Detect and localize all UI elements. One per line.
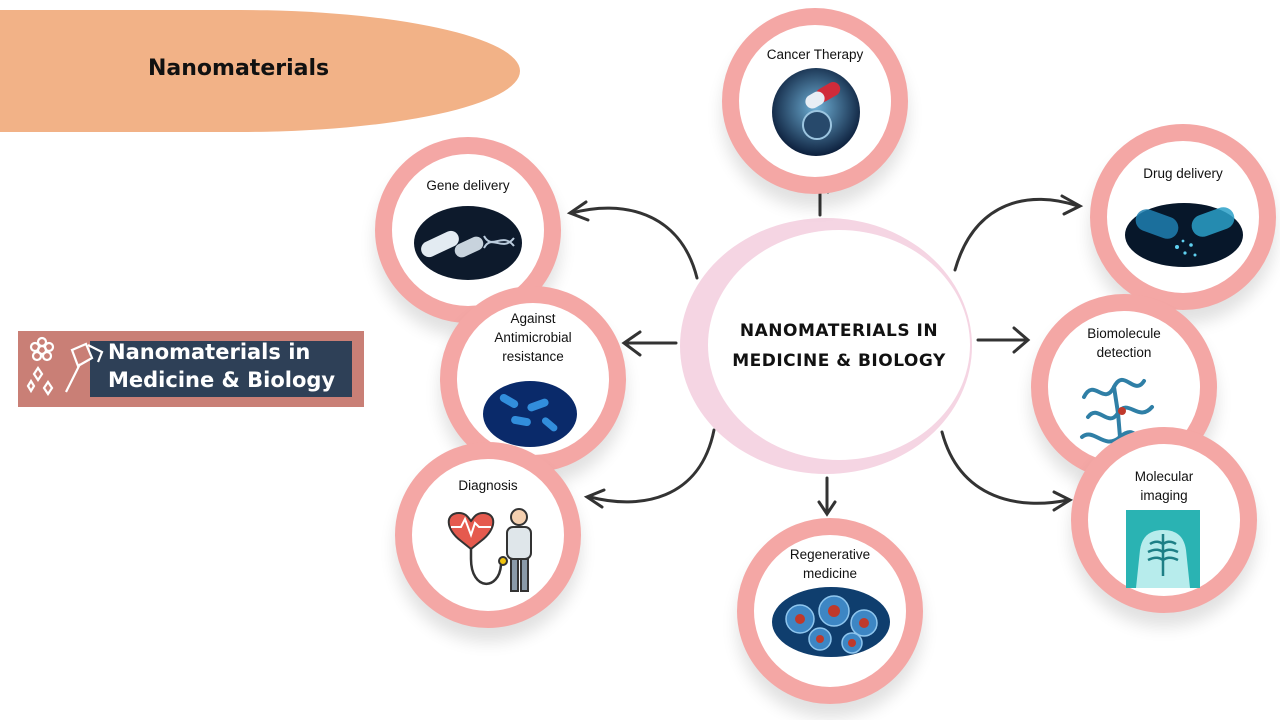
node-label-line: resistance: [502, 349, 564, 364]
center-title: NANOMATERIALS IN MEDICINE & BIOLOGY: [708, 316, 970, 376]
center-circle: [708, 230, 970, 460]
node-label-line: Antimicrobial: [494, 330, 572, 345]
node-label: Cancer Therapy: [766, 47, 864, 62]
badge-line-1: Nanomaterials in: [108, 340, 311, 364]
node-label: Drug delivery: [1143, 166, 1223, 181]
node-label-group: Regenerative medicine: [754, 545, 906, 583]
node-regenerative-medicine: Regenerative medicine: [737, 518, 923, 704]
node-label: Gene delivery: [426, 178, 510, 193]
cells-icon: [772, 587, 890, 657]
node-label-group: Biomolecule detection: [1048, 324, 1200, 362]
arrow-to-molecular-imaging: [940, 430, 1070, 505]
arrow-to-gene-delivery: [570, 206, 699, 280]
badge-label-panel: [90, 341, 352, 397]
node-label-line: imaging: [1140, 488, 1188, 503]
node-label-line: detection: [1096, 345, 1152, 360]
node-label-line: Molecular: [1134, 469, 1194, 484]
node-label: Diagnosis: [458, 478, 518, 493]
arrow-to-drug-delivery: [953, 197, 1080, 272]
center-line-2: MEDICINE & BIOLOGY: [732, 351, 946, 371]
node-label-line: Against: [510, 311, 556, 326]
topic-badge: [18, 331, 364, 407]
node-label-line: medicine: [802, 566, 858, 581]
capsule-particles-icon: [1125, 203, 1243, 267]
node-label-line: Biomolecule: [1087, 326, 1161, 341]
xray-body-icon: [1126, 510, 1200, 588]
virus-pill-icon: [772, 68, 860, 156]
node-diagnosis: Diagnosis: [395, 442, 581, 628]
page-title: Nanomaterials: [148, 56, 330, 81]
node-label-line: Regenerative: [789, 547, 871, 562]
node-molecular-imaging: Molecular imaging: [1071, 427, 1257, 613]
node-drug-delivery: Drug delivery: [1090, 124, 1276, 310]
capsule-dna-icon: [414, 206, 522, 280]
node-label-group: Against Antimicrobial resistance: [457, 309, 609, 366]
badge-line-2: Medicine & Biology: [108, 368, 336, 392]
heart-patient-icon: [447, 508, 532, 592]
node-label-group: Molecular imaging: [1088, 467, 1240, 505]
center-line-1: NANOMATERIALS IN: [739, 321, 939, 341]
bacteria-icon: [483, 381, 577, 447]
node-cancer-therapy: Cancer Therapy: [722, 8, 908, 194]
arrow-to-diagnosis: [588, 428, 716, 504]
flask-flower-icon: [26, 336, 104, 396]
badge-text: Nanomaterials in Medicine & Biology: [108, 338, 358, 394]
title-banner: [0, 10, 520, 132]
